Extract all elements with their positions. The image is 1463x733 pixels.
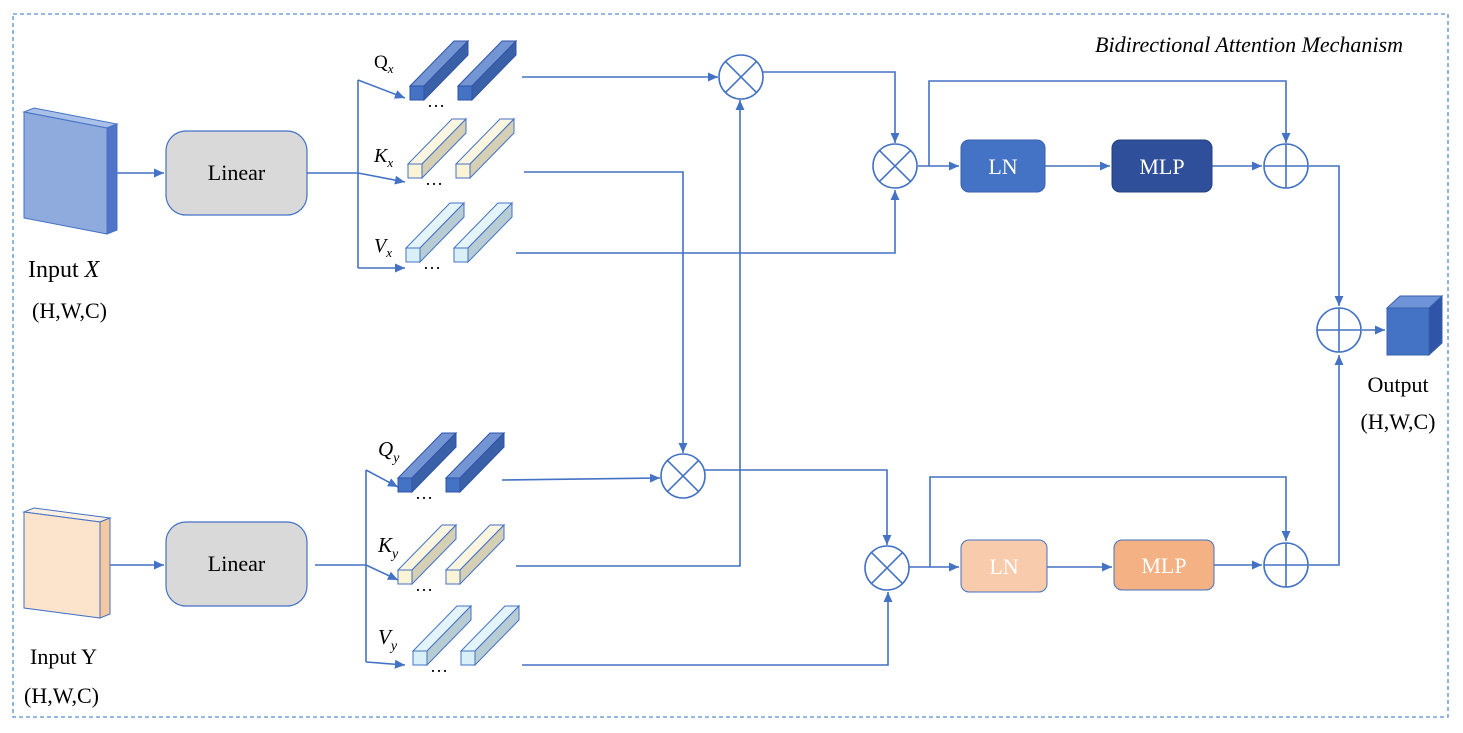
input-y-label: Input Y: [30, 644, 97, 669]
multiply-qx-ky-operator: [718, 54, 764, 100]
connector-lines: [110, 71, 1385, 669]
kx-ellipsis: …: [425, 169, 443, 189]
ky-label: Ky: [377, 533, 399, 562]
operators: [660, 54, 1362, 591]
input-x-tensor: [22, 107, 119, 235]
vx-label: Vx: [374, 235, 392, 260]
linear-y-box: [165, 521, 308, 607]
ln-x-box: [960, 139, 1046, 193]
qx-ellipsis: …: [427, 91, 445, 111]
multiply-x-v-operator: [872, 143, 918, 189]
multiply-qy-kx-operator: [660, 453, 706, 499]
input-y-shape: (H,W,C): [24, 683, 99, 708]
ky-ellipsis: …: [415, 575, 433, 595]
qy-block-pair: …: [396, 431, 506, 503]
input-y-tensor: [22, 507, 112, 619]
vy-ellipsis: …: [430, 656, 448, 676]
kx-block-pair: …: [406, 117, 516, 189]
add-y-residual-operator: [1263, 542, 1309, 588]
ky-block-pair: …: [396, 523, 506, 595]
kx-label: Kx: [373, 145, 393, 170]
mlp-y-label: MLP: [1141, 553, 1186, 578]
qy-label: Qy: [378, 437, 400, 466]
linear-x-label: Linear: [208, 160, 266, 185]
diagram-frame: [12, 13, 1449, 718]
diagram-title: Bidirectional Attention Mechanism: [1095, 32, 1403, 57]
linear-y-label: Linear: [208, 551, 266, 576]
vy-block-pair: …: [411, 604, 521, 676]
input-x-label: Input X: [28, 257, 101, 283]
vx-block-pair: …: [404, 201, 514, 273]
mlp-x-label: MLP: [1139, 154, 1184, 179]
ln-y-box: [960, 539, 1048, 593]
ln-x-label: LN: [988, 154, 1017, 179]
vx-ellipsis: …: [423, 253, 441, 273]
mlp-x-box: [1111, 139, 1213, 193]
qx-block-pair: …: [408, 39, 518, 111]
add-x-residual-operator: [1263, 143, 1309, 189]
output-label: Output: [1367, 372, 1428, 397]
qy-ellipsis: …: [415, 483, 433, 503]
qkv-blocks: … … … … … …: [396, 39, 521, 676]
input-x-shape: (H,W,C): [32, 298, 107, 323]
output-tensor: [1385, 294, 1444, 357]
mlp-y-box: [1113, 539, 1215, 591]
ln-y-label: LN: [989, 554, 1018, 579]
vy-label: Vy: [378, 625, 398, 654]
multiply-y-v-operator: [864, 545, 910, 591]
qx-label: Qx: [374, 52, 394, 76]
output-shape: (H,W,C): [1361, 409, 1436, 434]
add-final-operator: [1316, 307, 1362, 353]
